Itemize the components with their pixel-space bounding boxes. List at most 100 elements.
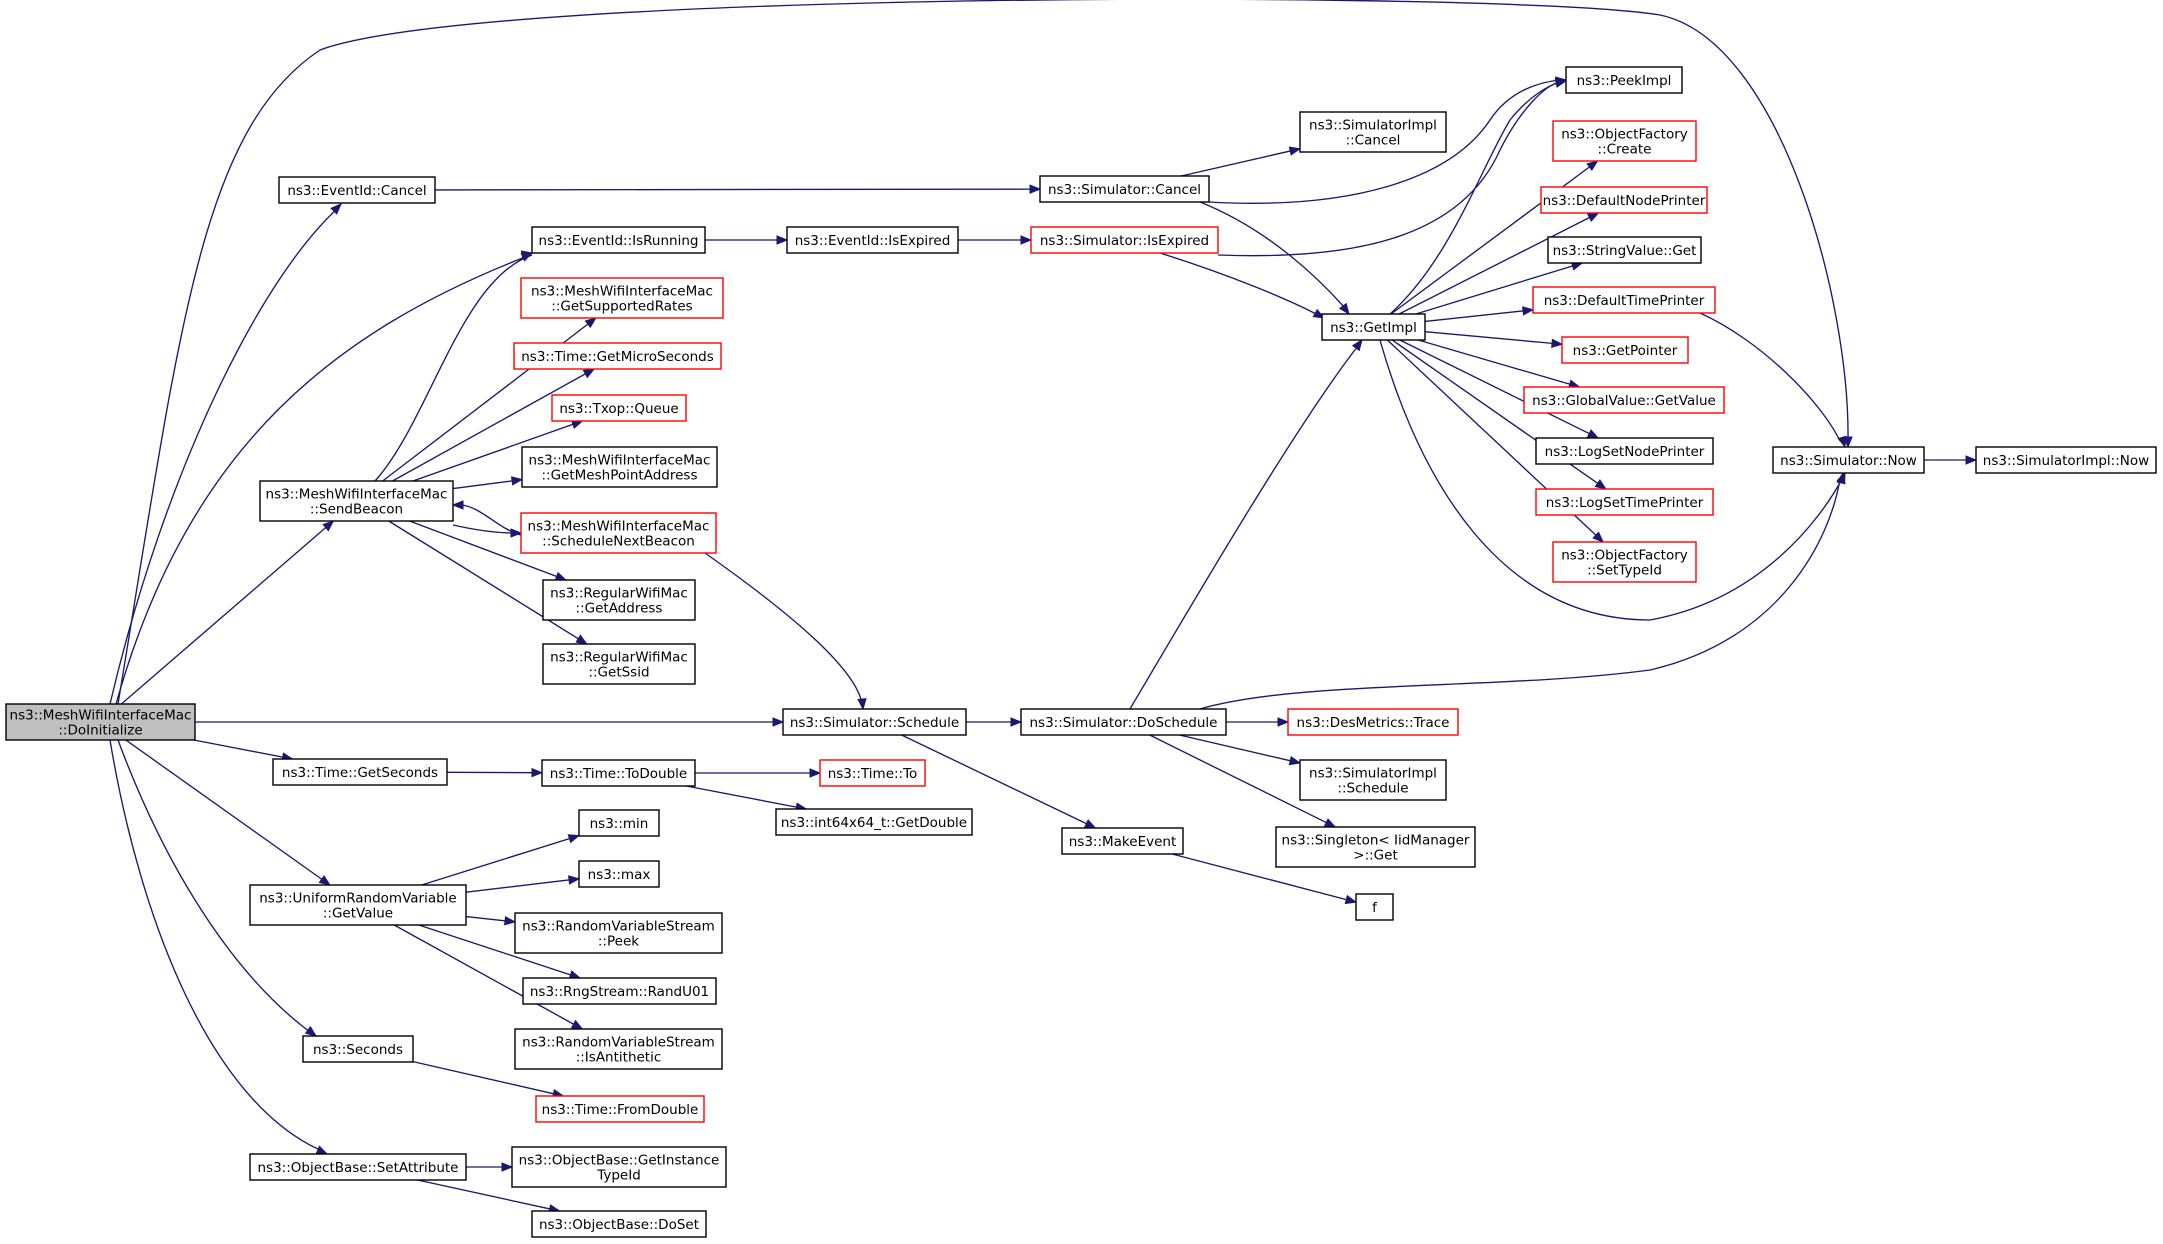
node-simulator_schedule[interactable]: ns3::Simulator::Schedule bbox=[782, 708, 967, 736]
node-time_getseconds[interactable]: ns3::Time::GetSeconds bbox=[272, 758, 448, 786]
node-logsetnodeprinter[interactable]: ns3::LogSetNodePrinter bbox=[1535, 437, 1714, 465]
node-box bbox=[578, 809, 660, 837]
node-f[interactable]: f bbox=[1355, 893, 1394, 921]
node-sendbeacon[interactable]: ns3::MeshWifiInterfaceMac::SendBeacon bbox=[259, 480, 454, 522]
node-rvs_isantithetic[interactable]: ns3::RandomVariableStream::IsAntithetic bbox=[514, 1028, 723, 1070]
edge-sendbeacon-to-eventid_isrunning bbox=[374, 250, 534, 482]
node-ns3_min[interactable]: ns3::min bbox=[578, 809, 660, 837]
node-box bbox=[1975, 446, 2157, 474]
node-logsettimeprinter[interactable]: ns3::LogSetTimePrinter bbox=[1535, 488, 1714, 516]
node-label: ns3::Time::GetMicroSeconds bbox=[521, 349, 714, 365]
node-txop_queue[interactable]: ns3::Txop::Queue bbox=[551, 394, 687, 422]
node-label: ns3::min bbox=[590, 816, 649, 832]
node-objectfactory_settypeid[interactable]: ns3::ObjectFactory::SetTypeId bbox=[1552, 541, 1697, 583]
node-stringvalue_get[interactable]: ns3::StringValue::Get bbox=[1547, 236, 1702, 264]
node-label: ns3::MeshWifiInterfaceMac bbox=[528, 519, 710, 535]
node-label: ns3::Time::ToDouble bbox=[550, 766, 687, 782]
edge-simulator_isexpired-to-peekimpl bbox=[1217, 78, 1568, 257]
node-label: ns3::GlobalValue::GetValue bbox=[1532, 393, 1716, 409]
node-label: ns3::MeshWifiInterfaceMac bbox=[529, 453, 711, 469]
edge-simulator_schedule-to-simulator_doschedule bbox=[966, 717, 1023, 727]
node-defaultnodeprinter[interactable]: ns3::DefaultNodePrinter bbox=[1540, 186, 1708, 214]
node-label: ns3::max bbox=[588, 867, 651, 883]
node-makeevent[interactable]: ns3::MakeEvent bbox=[1061, 827, 1184, 855]
node-label: ns3::LogSetTimePrinter bbox=[1546, 495, 1704, 511]
node-objectfactory_create[interactable]: ns3::ObjectFactory::Create bbox=[1552, 120, 1697, 162]
node-schedulenextbeacon[interactable]: ns3::MeshWifiInterfaceMac::ScheduleNextB… bbox=[520, 512, 717, 554]
node-objectbase_doset[interactable]: ns3::ObjectBase::DoSet bbox=[531, 1210, 707, 1238]
node-box bbox=[531, 226, 706, 254]
node-box bbox=[1535, 488, 1714, 516]
node-getsupportedrates[interactable]: ns3::MeshWifiInterfaceMac::GetSupportedR… bbox=[520, 277, 724, 319]
node-getpointer[interactable]: ns3::GetPointer bbox=[1561, 336, 1689, 364]
node-defaulttimeprinter[interactable]: ns3::DefaultTimePrinter bbox=[1532, 286, 1716, 314]
node-label: ns3::LogSetNodePrinter bbox=[1545, 444, 1705, 460]
node-label: ns3::SimulatorImpl bbox=[1309, 118, 1437, 134]
call-nodes: ns3::MeshWifiInterfaceMac::DoInitializen… bbox=[5, 66, 2157, 1238]
node-box bbox=[1552, 541, 1697, 583]
node-label: ns3::Time::To bbox=[828, 766, 918, 782]
node-time_fromdouble[interactable]: ns3::Time::FromDouble bbox=[535, 1095, 705, 1123]
node-regular_getssid[interactable]: ns3::RegularWifiMac::GetSsid bbox=[542, 643, 696, 685]
node-getimpl[interactable]: ns3::GetImpl bbox=[1321, 313, 1426, 341]
node-label: ns3::RngStream::RandU01 bbox=[530, 984, 709, 1000]
node-simimpl_schedule[interactable]: ns3::SimulatorImpl::Schedule bbox=[1299, 759, 1447, 801]
edge-simulator_cancel-to-getimpl bbox=[1199, 201, 1350, 316]
node-ns3_max[interactable]: ns3::max bbox=[578, 860, 660, 888]
node-simulator_doschedule[interactable]: ns3::Simulator::DoSchedule bbox=[1020, 708, 1227, 736]
node-eventid_isrunning[interactable]: ns3::EventId::IsRunning bbox=[531, 226, 706, 254]
node-int64x64_getdouble[interactable]: ns3::int64x64_t::GetDouble bbox=[775, 808, 973, 836]
node-time_getmicroseconds[interactable]: ns3::Time::GetMicroSeconds bbox=[513, 342, 722, 370]
node-box bbox=[551, 394, 687, 422]
edge-eventid_cancel-to-simulator_cancel bbox=[434, 184, 1042, 194]
node-time_to[interactable]: ns3::Time::To bbox=[819, 759, 926, 787]
node-ns3_seconds[interactable]: ns3::Seconds bbox=[302, 1035, 414, 1063]
node-box bbox=[514, 1028, 723, 1070]
node-box bbox=[541, 759, 696, 787]
node-label: ns3::EventId::Cancel bbox=[287, 183, 426, 199]
node-box bbox=[513, 342, 722, 370]
node-box bbox=[1535, 437, 1714, 465]
node-box bbox=[1552, 120, 1697, 162]
edge-root-to-ns3_seconds bbox=[117, 739, 318, 1037]
node-simulator_now[interactable]: ns3::Simulator::Now bbox=[1772, 446, 1925, 474]
node-label: ::GetMeshPointAddress bbox=[542, 468, 698, 484]
node-simimpl_cancel[interactable]: ns3::SimulatorImpl::Cancel bbox=[1299, 111, 1447, 153]
node-root[interactable]: ns3::MeshWifiInterfaceMac::DoInitialize bbox=[5, 703, 196, 741]
node-label: ns3::ObjectFactory bbox=[1561, 548, 1688, 564]
node-time_todouble[interactable]: ns3::Time::ToDouble bbox=[541, 759, 696, 787]
node-globalvalue_getvalue[interactable]: ns3::GlobalValue::GetValue bbox=[1523, 386, 1725, 414]
edge-objectbase_setattribute-to-objectbase_getinstancetypeid bbox=[466, 1162, 514, 1172]
node-label: ::GetAddress bbox=[576, 601, 663, 617]
edge-getimpl-to-peekimpl bbox=[1389, 78, 1568, 315]
node-simimpl_now[interactable]: ns3::SimulatorImpl::Now bbox=[1975, 446, 2157, 474]
node-eventid_isexpired[interactable]: ns3::EventId::IsExpired bbox=[786, 226, 959, 254]
edge-uniform_getvalue-to-rvs_peek bbox=[465, 915, 517, 926]
node-label: ns3::DefaultTimePrinter bbox=[1544, 293, 1705, 309]
node-label: ns3::Time::FromDouble bbox=[542, 1102, 699, 1118]
node-rngstream_randu01[interactable]: ns3::RngStream::RandU01 bbox=[522, 977, 717, 1005]
node-box bbox=[1299, 759, 1447, 801]
node-rvs_peek[interactable]: ns3::RandomVariableStream::Peek bbox=[514, 912, 723, 954]
node-regular_getaddress[interactable]: ns3::RegularWifiMac::GetAddress bbox=[542, 579, 696, 621]
edge-root-to-sendbeacon bbox=[120, 520, 335, 705]
node-singleton_get[interactable]: ns3::Singleton< IidManager>::Get bbox=[1275, 826, 1476, 868]
node-label: ns3::DefaultNodePrinter bbox=[1543, 193, 1706, 209]
edge-schedulenextbeacon-to-simulator_schedule bbox=[704, 552, 867, 711]
node-box bbox=[1287, 708, 1459, 736]
node-label: ns3::MeshWifiInterfaceMac bbox=[531, 284, 713, 300]
node-box bbox=[1540, 186, 1708, 214]
node-eventid_cancel[interactable]: ns3::EventId::Cancel bbox=[278, 176, 436, 204]
node-simulator_cancel[interactable]: ns3::Simulator::Cancel bbox=[1039, 175, 1210, 203]
node-desmetrics_trace[interactable]: ns3::DesMetrics::Trace bbox=[1287, 708, 1459, 736]
node-objectbase_setattribute[interactable]: ns3::ObjectBase::SetAttribute bbox=[249, 1153, 467, 1181]
node-label: ns3::Simulator::Cancel bbox=[1048, 182, 1201, 198]
node-uniform_getvalue[interactable]: ns3::UniformRandomVariable::GetValue bbox=[249, 884, 467, 926]
node-peekimpl[interactable]: ns3::PeekImpl bbox=[1565, 66, 1683, 94]
node-box bbox=[1547, 236, 1702, 264]
edge-root-to-eventid_isrunning bbox=[115, 252, 534, 705]
call-edges bbox=[109, 0, 1978, 1214]
node-getmeshpointaddress[interactable]: ns3::MeshWifiInterfaceMac::GetMeshPointA… bbox=[521, 446, 718, 488]
node-simulator_isexpired[interactable]: ns3::Simulator::IsExpired bbox=[1030, 226, 1219, 254]
